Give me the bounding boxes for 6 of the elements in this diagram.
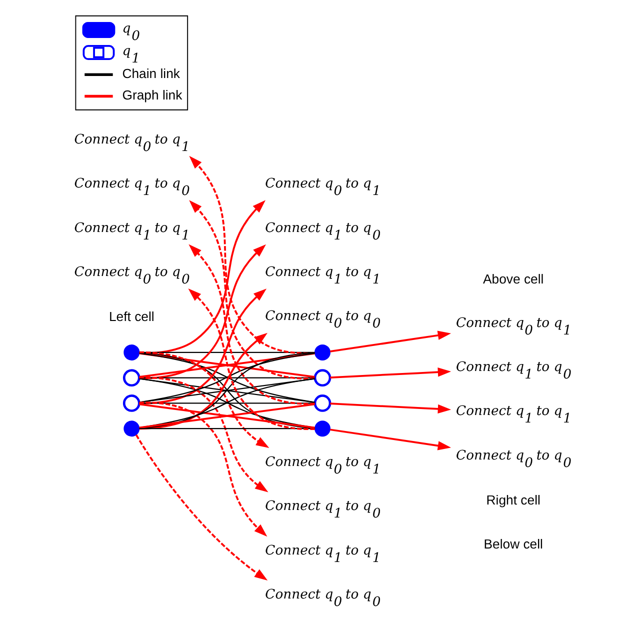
- label: Below cell: [483, 536, 542, 552]
- legend-label: Chain link: [122, 66, 180, 82]
- label: Left cell: [108, 309, 154, 324]
- label: Right cell: [486, 492, 540, 508]
- label: Above cell: [482, 272, 544, 287]
- legend-label: Graph link: [122, 88, 182, 103]
